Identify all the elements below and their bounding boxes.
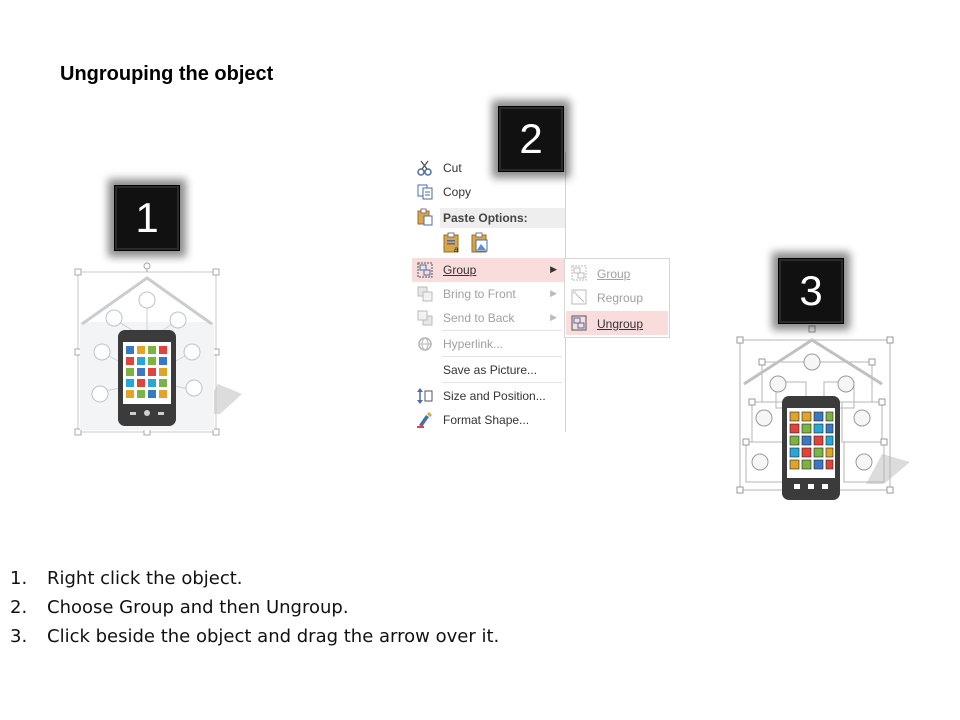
- paste-options-label: Paste Options:: [443, 211, 528, 225]
- step-badge-1: 1: [114, 185, 180, 251]
- step-number: 2.: [10, 597, 28, 618]
- menu-separator: [442, 330, 562, 331]
- menu-item-hyperlink[interactable]: Hyperlink...: [412, 332, 565, 356]
- menu-item-save-as-picture[interactable]: Save as Picture...: [412, 358, 565, 382]
- paste-keep-format-icon[interactable]: a: [442, 232, 462, 254]
- submenu-item-label: Group: [597, 267, 631, 281]
- submenu-arrow-icon: ▶: [550, 288, 557, 298]
- menu-item-label: Format Shape...: [443, 413, 530, 427]
- paste-options-header: Paste Options:: [440, 208, 565, 228]
- group-icon: [571, 265, 587, 281]
- svg-text:a: a: [454, 245, 459, 254]
- menu-item-send-to-back[interactable]: Send to Back ▶: [412, 306, 565, 330]
- submenu-arrow-icon: ▶: [550, 312, 557, 322]
- step-number: 1.: [10, 568, 28, 589]
- menu-item-size-and-position[interactable]: Size and Position...: [412, 384, 565, 408]
- menu-item-label: Send to Back: [443, 311, 515, 325]
- menu-item-label: Hyperlink...: [443, 337, 504, 351]
- menu-item-label: Cut: [443, 161, 462, 175]
- step-number: 3.: [10, 626, 28, 647]
- scissors-icon: [417, 160, 432, 176]
- page-title: Ungrouping the object: [60, 63, 274, 85]
- menu-item-label: Bring to Front: [443, 287, 516, 301]
- grouped-object-1[interactable]: [70, 262, 250, 438]
- menu-item-label: Save as Picture...: [443, 363, 538, 377]
- ungrouped-object-3[interactable]: [732, 322, 914, 508]
- group-submenu: Group Regroup Ungroup: [564, 258, 670, 338]
- context-menu: Cut Copy Paste Options: a Group: [412, 152, 566, 432]
- submenu-item-ungroup[interactable]: Ungroup: [566, 311, 668, 335]
- step-badge-3: 3: [778, 258, 844, 324]
- step-badge-2: 2: [498, 106, 564, 172]
- send-back-icon: [417, 310, 433, 326]
- menu-item-label: Copy: [443, 185, 472, 199]
- menu-item-copy[interactable]: Copy: [412, 180, 565, 204]
- menu-item-cut[interactable]: Cut: [412, 156, 565, 180]
- menu-item-label: Group: [443, 263, 477, 277]
- submenu-item-label: Ungroup: [597, 317, 644, 331]
- hyperlink-icon: [418, 337, 432, 351]
- group-icon: [417, 262, 433, 278]
- bring-front-icon: [417, 286, 433, 302]
- menu-separator: [442, 382, 562, 383]
- step-text: Click beside the object and drag the arr…: [47, 626, 500, 647]
- format-shape-icon: [417, 412, 432, 428]
- step-text: Right click the object.: [47, 568, 243, 589]
- paste-picture-icon[interactable]: [470, 232, 490, 254]
- regroup-icon: [571, 289, 587, 305]
- menu-item-group[interactable]: Group ▶: [412, 258, 565, 282]
- menu-separator: [442, 356, 562, 357]
- menu-item-bring-to-front[interactable]: Bring to Front ▶: [412, 282, 565, 306]
- copy-icon: [417, 184, 433, 200]
- menu-item-label: Size and Position...: [443, 389, 546, 403]
- paste-icon: [417, 208, 433, 226]
- submenu-item-regroup[interactable]: Regroup: [566, 285, 668, 309]
- menu-item-format-shape[interactable]: Format Shape...: [412, 408, 565, 432]
- ungroup-icon: [571, 315, 587, 331]
- submenu-item-label: Regroup: [597, 291, 644, 305]
- size-position-icon: [417, 388, 433, 404]
- step-text: Choose Group and then Ungroup.: [47, 597, 349, 618]
- submenu-item-group[interactable]: Group: [566, 261, 668, 285]
- submenu-arrow-icon: ▶: [550, 264, 557, 274]
